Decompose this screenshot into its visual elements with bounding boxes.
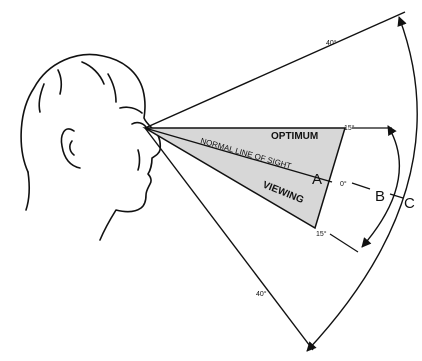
hair-strand-3: [81, 61, 105, 85]
eye: [131, 121, 147, 128]
arc-b: [361, 125, 401, 248]
ear-inner: [69, 140, 75, 156]
leader-0: [351, 182, 371, 190]
leader-15-bottom: [329, 233, 359, 253]
brow: [119, 106, 143, 114]
hair-strand-2: [57, 69, 63, 95]
hair-strand-4: [107, 73, 117, 103]
cheek-line: [137, 149, 141, 171]
optimum-label: OPTIMUM: [271, 131, 318, 142]
ray-40-bottom: [144, 127, 314, 351]
hair-strand-1: [38, 83, 45, 113]
degree-15-bottom-label: 15°: [316, 230, 327, 238]
degree-40-bottom-label: 40°: [256, 290, 267, 298]
head-profile: [20, 53, 162, 241]
degree-15-top-label: 15°: [344, 124, 355, 132]
back-of-neck: [25, 171, 31, 211]
normal-line-of-sight: [144, 127, 333, 183]
label-a: A: [312, 171, 322, 188]
label-c: C: [404, 195, 415, 212]
degree-0-label: 0°: [340, 180, 347, 188]
head-outline: [20, 53, 162, 241]
leader-b-c: [389, 193, 404, 199]
ray-40-top: [144, 11, 406, 129]
arc-c: [306, 16, 418, 352]
ear-outer: [60, 128, 81, 169]
label-b: B: [375, 188, 385, 205]
degree-40-top-label: 40°: [326, 39, 337, 47]
